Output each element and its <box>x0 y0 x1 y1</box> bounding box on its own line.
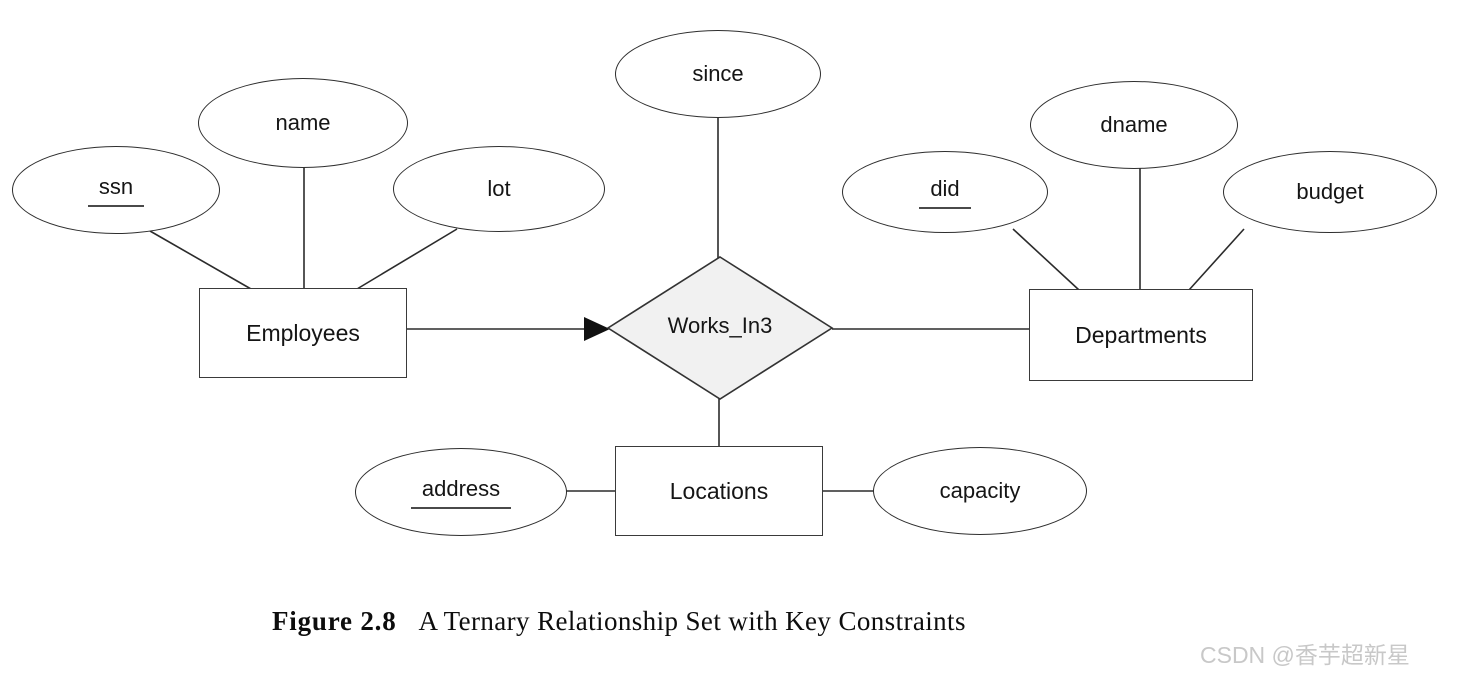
entity-departments-label: Departments <box>1075 321 1207 348</box>
relationship-diamond <box>606 256 834 400</box>
attribute-lot: lot <box>393 146 605 232</box>
attribute-address: address <box>355 448 567 536</box>
attribute-budget-label: budget <box>1296 179 1364 204</box>
attribute-budget: budget <box>1223 151 1437 233</box>
connector-budget-departments <box>1188 228 1245 291</box>
attribute-dname-label: dname <box>1100 112 1168 137</box>
connector-ssn-employees <box>149 230 252 290</box>
key-constraint-arrowhead-icon <box>584 317 610 341</box>
attribute-capacity: capacity <box>873 447 1087 535</box>
csdn-watermark: CSDN @香芋超新星 <box>1200 642 1410 668</box>
entity-employees: Employees <box>199 288 407 378</box>
attribute-did: did <box>842 151 1048 233</box>
connector-lot-employees <box>356 228 458 290</box>
entity-locations: Locations <box>615 446 823 536</box>
relationship-label: Works_In3 <box>667 313 773 338</box>
entity-locations-label: Locations <box>669 477 769 504</box>
attribute-ssn: ssn <box>12 146 220 234</box>
figure-caption: Figure 2.8 A Ternary Relationship Set wit… <box>272 606 1232 637</box>
figure-caption-title: A Ternary Relationship Set with Key Cons… <box>418 606 966 636</box>
attribute-ssn-label: ssn <box>87 174 145 207</box>
attribute-did-label: did <box>919 176 971 209</box>
connector-lines <box>149 117 1245 492</box>
attribute-name-label: name <box>275 110 331 135</box>
attribute-address-label: address <box>410 476 512 509</box>
attribute-lot-label: lot <box>487 176 511 201</box>
attribute-since-label: since <box>692 61 744 86</box>
attribute-since: since <box>615 30 821 118</box>
entity-departments: Departments <box>1029 289 1253 381</box>
figure-caption-number: Figure 2.8 <box>272 606 397 636</box>
entity-employees-label: Employees <box>246 319 360 346</box>
attribute-capacity-label: capacity <box>939 478 1021 503</box>
attribute-dname: dname <box>1030 81 1238 169</box>
attribute-name: name <box>198 78 408 168</box>
connector-did-departments <box>1012 228 1080 291</box>
